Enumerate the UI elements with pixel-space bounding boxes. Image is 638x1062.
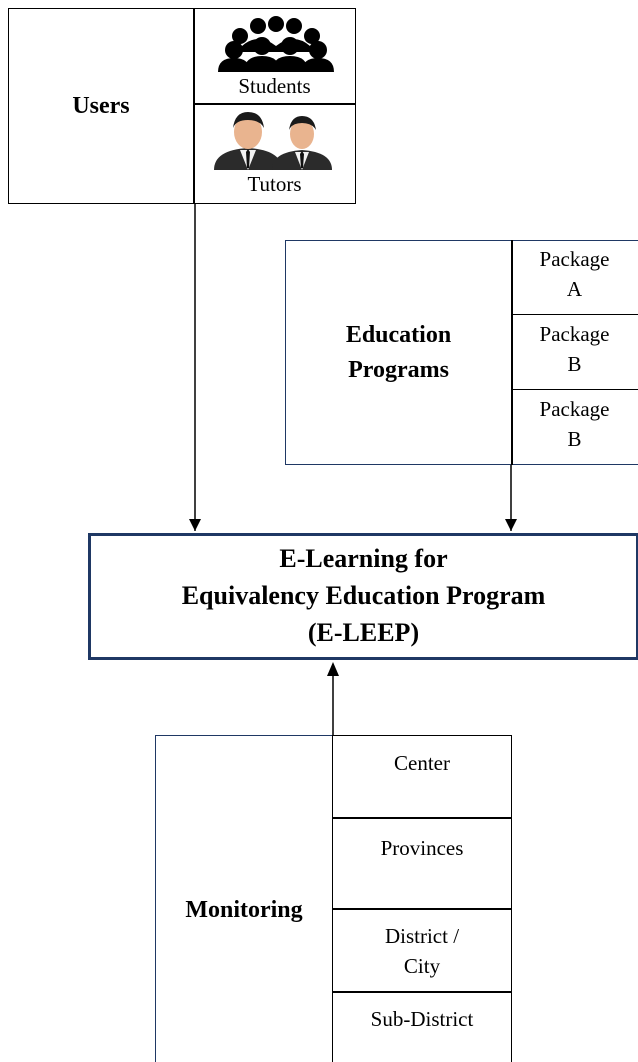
level-divider [332, 991, 512, 993]
users-title: Users [72, 92, 130, 119]
eleep-title-line2: Equivalency Education Program [181, 581, 546, 611]
monitoring-level: District / City [332, 921, 512, 982]
monitoring-level: Center [332, 748, 512, 778]
package-letter: B [567, 352, 582, 377]
education-programs-title: Education Programs [345, 321, 452, 383]
tutors-label: Tutors [247, 172, 302, 196]
education-programs-box [285, 240, 638, 465]
package-item: Package A [511, 240, 638, 315]
package-line: Package [539, 247, 610, 271]
level-label: Sub-District [370, 1007, 474, 1031]
eleep-title-line3: (E-LEEP) [307, 617, 420, 647]
level-label: District / [384, 924, 460, 948]
level-divider [332, 817, 512, 819]
package-item: Package B [511, 390, 638, 465]
monitoring-title: Monitoring [185, 896, 303, 923]
package-line: Package [539, 397, 610, 421]
group-of-people-icon [218, 16, 334, 72]
users-box [8, 8, 356, 204]
package-letter: A [566, 277, 583, 302]
education-divider [511, 240, 513, 465]
students-label: Students [238, 74, 311, 98]
education-arrowhead [505, 519, 517, 531]
monitoring-level: Sub-District [332, 1004, 512, 1034]
level-label: Center [394, 751, 450, 775]
businessmen-icon [214, 112, 332, 170]
monitoring-levels-column [332, 735, 512, 1062]
package-letter: B [567, 427, 582, 452]
monitoring-level: Provinces [332, 833, 512, 863]
users-divider [193, 8, 195, 204]
users-cell-divider [193, 103, 356, 105]
package-item: Package B [511, 315, 638, 390]
level-label: Provinces [380, 836, 464, 860]
package-line: Package [539, 322, 610, 346]
level-label-line2: City [403, 954, 441, 979]
eleep-main-box: E-Learning for Equivalency Education Pro… [88, 533, 638, 660]
users-arrowhead [189, 519, 201, 531]
eleep-title-line1: E-Learning for [279, 544, 448, 574]
level-divider [332, 908, 512, 910]
monitoring-arrowhead [327, 662, 339, 676]
